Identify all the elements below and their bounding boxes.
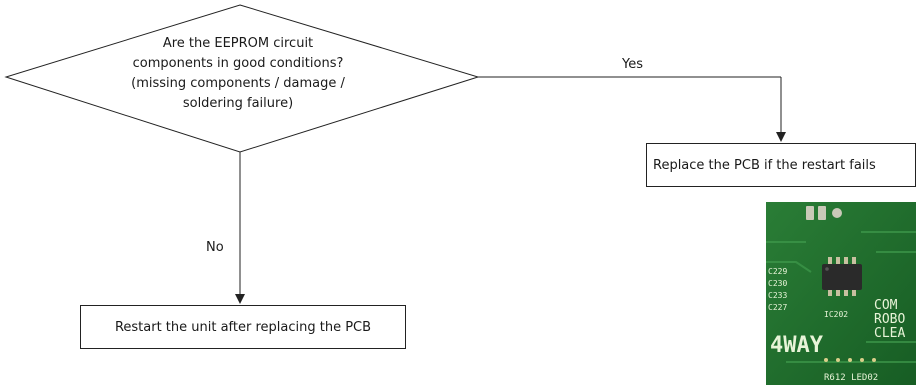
marking-c227: C227 [768, 303, 787, 312]
decision-line: components in good conditions? [132, 56, 344, 71]
yes-result-box: Replace the PCB if the restart fails [646, 143, 916, 187]
yes-connector [478, 76, 782, 133]
decision-line: Are the EEPROM circuit [162, 36, 314, 51]
marking-ic202: IC202 [824, 310, 848, 319]
marking-4way: 4WAY [770, 333, 824, 358]
pcb-illustration: C229 C230 C233 C227 IC202 4WAY COM ROBO … [766, 202, 916, 385]
yes-arrowhead [776, 132, 786, 142]
decision-text: Are the EEPROM circuit components in goo… [128, 34, 348, 114]
marking-r612: R612 LED02 [824, 373, 878, 383]
decision-line: (missing components / damage / [131, 76, 345, 91]
no-result-box: Restart the unit after replacing the PCB [80, 305, 406, 349]
marking-c229: C229 [768, 267, 787, 276]
yes-result-text: Replace the PCB if the restart fails [653, 157, 876, 173]
no-result-text: Restart the unit after replacing the PCB [114, 319, 372, 335]
no-arrowhead [235, 294, 245, 304]
marking-robo: ROBO [874, 312, 905, 327]
marking-c233: C233 [768, 291, 787, 300]
eeprom-chip [822, 264, 862, 290]
marking-com: COM [874, 298, 898, 313]
decision-line: soldering failure) [182, 96, 294, 111]
yes-label: Yes [622, 57, 643, 72]
pcb-photo: C229 C230 C233 C227 IC202 4WAY COM ROBO … [766, 202, 916, 385]
no-label: No [206, 240, 224, 255]
marking-clea: CLEA [874, 326, 905, 341]
marking-c230: C230 [768, 279, 787, 288]
